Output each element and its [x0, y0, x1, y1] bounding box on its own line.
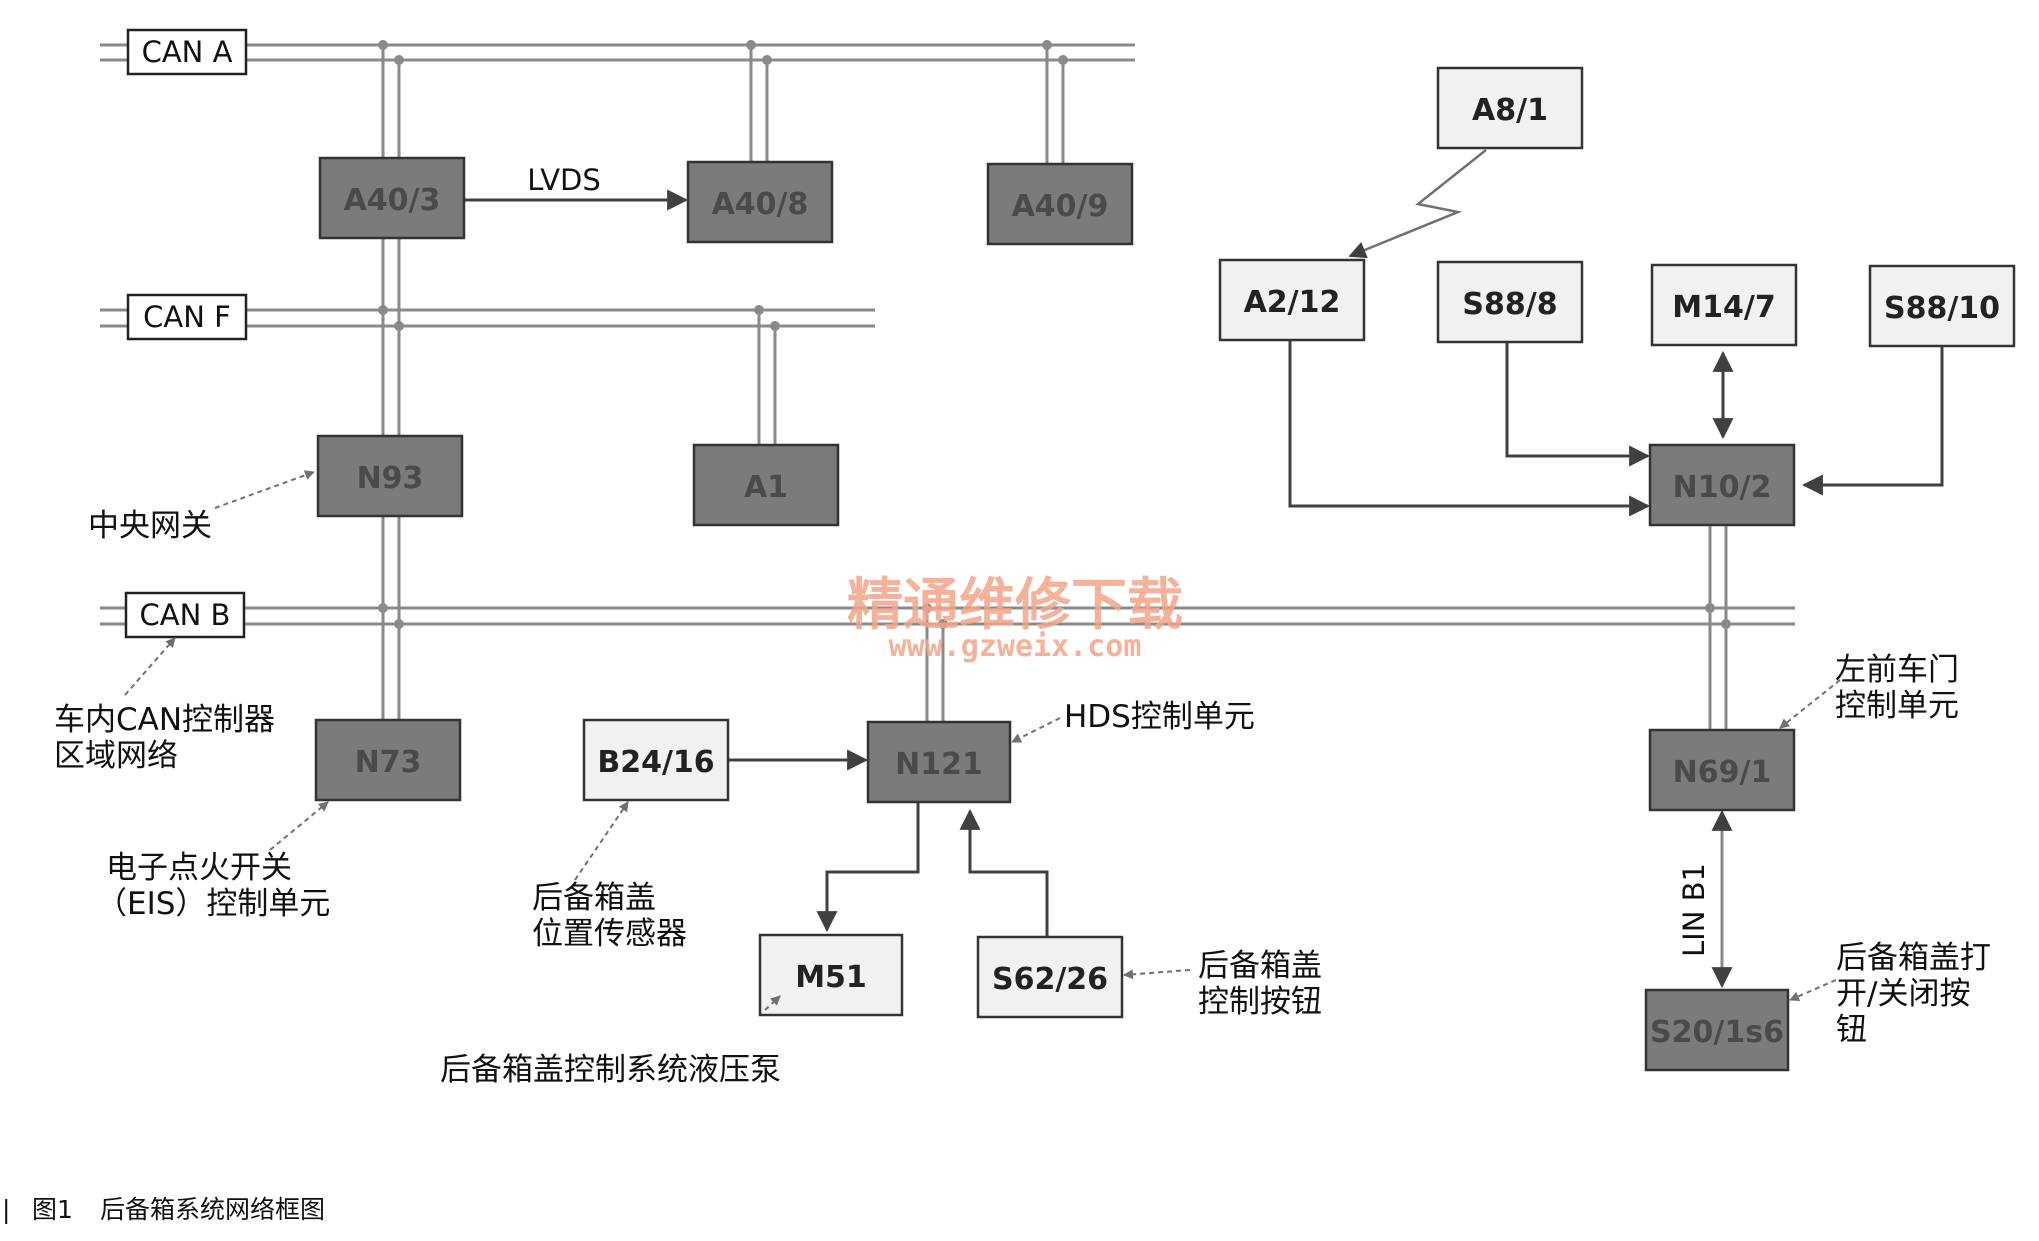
node-a40-9[interactable]: A40/9 [986, 162, 1134, 246]
annotation-b24-line2: 位置传感器 [532, 916, 687, 952]
node-m14-7[interactable]: M14/7 [1650, 263, 1798, 347]
node-a1-label: A1 [744, 470, 788, 505]
node-m51[interactable]: M51 [758, 933, 904, 1017]
can-a-label: CAN A [142, 35, 233, 69]
annotation-s20-line3: 钮 [1836, 1012, 1867, 1048]
annotation-eis-line1: 电子点火开关 [106, 850, 292, 886]
node-s88-8[interactable]: S88/8 [1436, 260, 1584, 344]
node-n73[interactable]: N73 [314, 718, 462, 802]
node-a40-3[interactable]: A40/3 [318, 156, 466, 240]
connections [464, 149, 1944, 989]
node-s62-26-label: S62/26 [992, 962, 1108, 997]
node-a40-8[interactable]: A40/8 [686, 160, 834, 244]
caption-marker: | [2, 1195, 10, 1224]
node-n69-1-label: N69/1 [1673, 755, 1772, 790]
annotation-eis-line2: （EIS）控制单元 [96, 886, 330, 922]
lin-b1-label: LIN B1 [1677, 863, 1711, 957]
n121-to-m51 [816, 802, 920, 933]
can-f-label: CAN F [143, 300, 231, 334]
node-n10-2-label: N10/2 [1673, 470, 1772, 505]
bus-junctions [378, 40, 1731, 629]
node-b24-16-label: B24/16 [597, 745, 714, 780]
node-n93-label: N93 [357, 461, 424, 496]
wireless-link [1348, 149, 1487, 259]
can-f-label-box: CAN F [126, 293, 248, 341]
node-a40-9-label: A40/9 [1012, 189, 1109, 224]
annotation-can-b-line1: 车内CAN控制器 [54, 702, 275, 738]
annotation-s20-line1: 后备箱盖打 [1836, 940, 1991, 976]
node-a40-3-label: A40/3 [344, 183, 441, 218]
node-a1[interactable]: A1 [692, 443, 840, 527]
lvds-label: LVDS [527, 163, 601, 197]
can-b-label: CAN B [140, 598, 231, 632]
node-a2-12[interactable]: A2/12 [1218, 258, 1366, 342]
a2-to-n10 [1288, 340, 1651, 517]
node-n93[interactable]: N93 [316, 434, 464, 518]
node-s88-8-label: S88/8 [1462, 287, 1557, 322]
annotation-can-b-line2: 区域网络 [54, 738, 178, 774]
node-m14-7-label: M14/7 [1672, 290, 1775, 325]
annotation-hds-unit: HDS控制单元 [1064, 699, 1255, 735]
node-s88-10[interactable]: S88/10 [1868, 264, 2016, 348]
can-a-label-box: CAN A [126, 28, 248, 76]
figure-caption: | 图1 后备箱系统网络框图 [2, 1195, 325, 1224]
annotation-pointers [124, 470, 1841, 1011]
node-n121[interactable]: N121 [866, 720, 1012, 804]
annotation-central-gateway: 中央网关 [88, 508, 212, 544]
s62-to-n121 [959, 808, 1049, 950]
s88-8-to-n10 [1505, 340, 1651, 467]
can-a-bus [100, 43, 1135, 62]
annotation-door-line2: 控制单元 [1835, 688, 1959, 724]
node-n73-label: N73 [355, 745, 422, 780]
node-m51-label: M51 [795, 960, 867, 995]
watermark-url: www.gzweix.com [889, 629, 1142, 664]
annotation-b24-line1: 后备箱盖 [532, 880, 656, 916]
caption-title: 后备箱系统网络框图 [100, 1195, 325, 1224]
node-s62-26[interactable]: S62/26 [976, 935, 1124, 1019]
annotation-pump: 后备箱盖控制系统液压泵 [440, 1052, 781, 1088]
annotation-door-line1: 左前车门 [1835, 652, 1959, 688]
node-a40-8-label: A40/8 [712, 187, 809, 222]
node-s20-1s6[interactable]: S20/1s6 [1644, 988, 1790, 1072]
watermark-title: 精通维修下载 [847, 572, 1183, 638]
annotation-s20-line2: 开/关闭按 [1836, 976, 1970, 1012]
annotation-s62-line2: 控制按钮 [1198, 984, 1322, 1020]
node-a8-1[interactable]: A8/1 [1436, 66, 1584, 150]
node-a2-12-label: A2/12 [1244, 285, 1341, 320]
s88-10-to-n10 [1801, 344, 1944, 496]
caption-number: 图1 [32, 1195, 73, 1224]
node-n10-2[interactable]: N10/2 [1648, 443, 1796, 527]
node-s20-1s6-label: S20/1s6 [1650, 1015, 1784, 1050]
node-n69-1[interactable]: N69/1 [1648, 728, 1796, 812]
node-a8-1-label: A8/1 [1472, 93, 1548, 128]
node-b24-16[interactable]: B24/16 [582, 718, 730, 802]
can-b-label-box: CAN B [124, 591, 246, 639]
annotation-s62-line1: 后备箱盖 [1198, 948, 1322, 984]
node-s88-10-label: S88/10 [1884, 291, 2000, 326]
node-n121-label: N121 [895, 747, 983, 782]
